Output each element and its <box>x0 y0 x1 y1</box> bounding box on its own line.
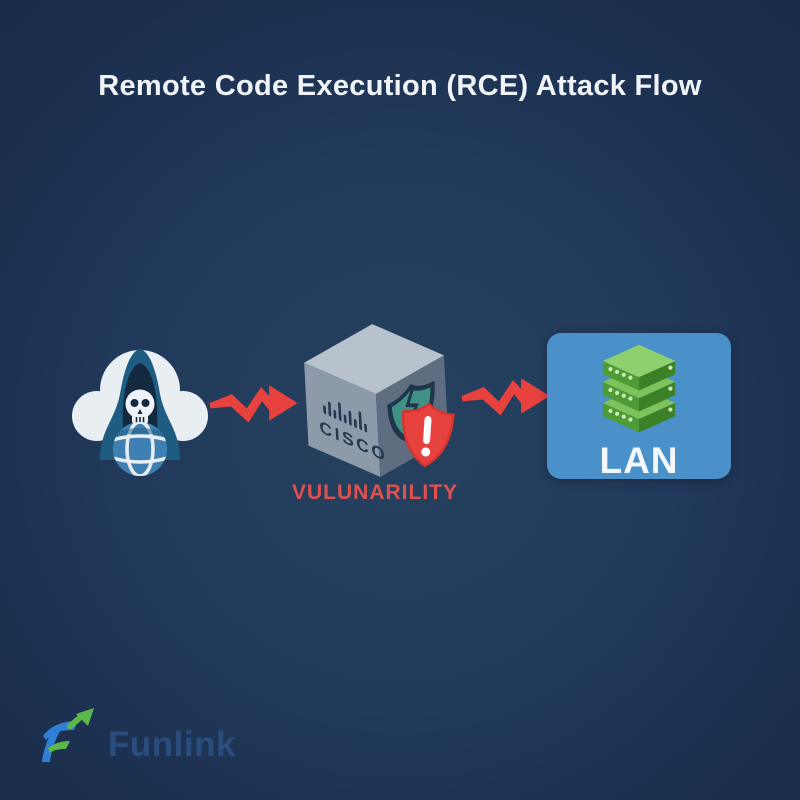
vulnerability-caption: VULUNARILITY <box>292 481 458 504</box>
alert-shield-icon <box>402 402 455 468</box>
attack-zigzag-arrow-icon <box>209 385 298 423</box>
lan-target-card: LAN <box>547 333 731 479</box>
cube-left-face <box>304 362 381 477</box>
page-title: Remote Code Execution (RCE) Attack Flow <box>98 70 702 102</box>
brand-logo: Funlink <box>30 700 236 772</box>
server-layer <box>602 344 676 391</box>
cube-top-face <box>304 324 444 395</box>
funlink-logo-icon <box>42 708 94 762</box>
server-stack-icon <box>602 344 676 433</box>
brand-name: Funlink <box>108 725 236 764</box>
hacker-cloud-globe-icon <box>72 349 208 476</box>
attack-zigzag-arrow-icon <box>461 378 550 416</box>
cisco-device-cube-icon: CISCO <box>304 324 455 477</box>
skull-icon <box>125 389 155 425</box>
lan-label: LAN <box>599 440 679 481</box>
globe-icon <box>113 422 167 476</box>
